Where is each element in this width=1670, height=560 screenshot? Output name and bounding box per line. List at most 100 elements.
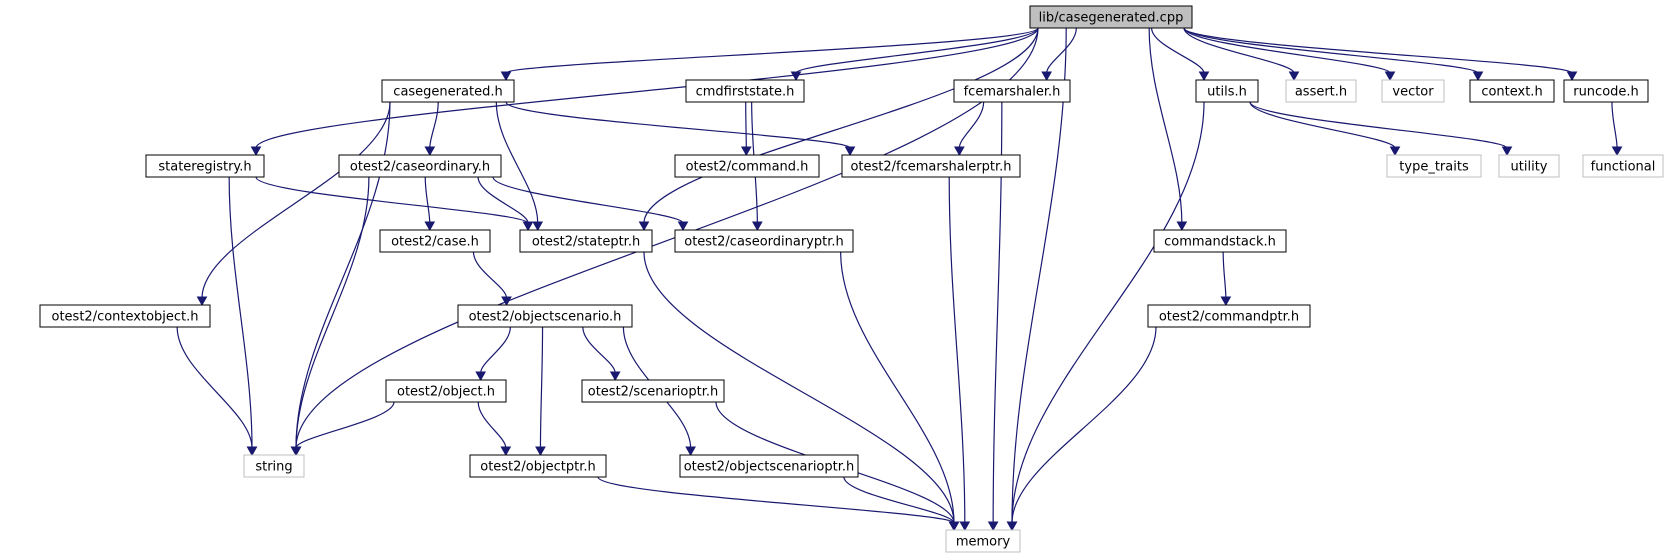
arrowhead bbox=[1288, 71, 1300, 82]
node-label: type_traits bbox=[1399, 160, 1469, 175]
arrowhead bbox=[1611, 146, 1623, 157]
edge-casegenerated-to-caseordinary bbox=[424, 101, 439, 157]
node-cmdfirststate[interactable]: cmdfirststate.h bbox=[685, 79, 805, 103]
node-fcemarshaler[interactable]: fcemarshaler.h bbox=[953, 79, 1071, 103]
node-memory: memory bbox=[945, 529, 1021, 553]
arrowhead bbox=[1384, 71, 1396, 82]
arrowhead bbox=[1472, 71, 1484, 82]
edge-line bbox=[1183, 27, 1479, 74]
node-string: string bbox=[243, 454, 305, 478]
node-label: functional bbox=[1591, 160, 1656, 175]
node-utility: utility bbox=[1498, 154, 1560, 178]
edge-line bbox=[495, 101, 539, 224]
edge-line bbox=[255, 27, 1039, 149]
node-label: utility bbox=[1511, 160, 1548, 175]
node-objectscenario[interactable]: otest2/objectscenario.h bbox=[457, 304, 633, 328]
edge-line bbox=[1183, 27, 1573, 74]
node-label: memory bbox=[956, 535, 1011, 550]
arrowhead bbox=[246, 446, 258, 457]
node-object[interactable]: otest2/object.h bbox=[385, 379, 507, 403]
edge-utils-to-type_traits bbox=[1249, 101, 1401, 157]
node-objectscenarioptr[interactable]: otest2/objectscenarioptr.h bbox=[679, 454, 859, 478]
node-box bbox=[674, 154, 820, 178]
edge-caseordinary-to-stateptr bbox=[477, 176, 534, 232]
arrowhead bbox=[1041, 71, 1053, 82]
arrowhead bbox=[751, 221, 763, 232]
node-assert: assert.h bbox=[1285, 79, 1357, 103]
node-box bbox=[145, 154, 265, 178]
node-label: casegenerated.h bbox=[393, 85, 502, 100]
node-fcemarshalerptr[interactable]: otest2/fcemarshalerptr.h bbox=[841, 154, 1021, 178]
node-utils[interactable]: utils.h bbox=[1195, 79, 1259, 103]
node-label: stateregistry.h bbox=[158, 160, 251, 175]
arrowhead bbox=[532, 221, 544, 232]
node-commandstack[interactable]: commandstack.h bbox=[1153, 229, 1287, 253]
edge-commandstack-to-commandptr bbox=[1220, 251, 1232, 307]
edge-line bbox=[1183, 27, 1295, 74]
arrowhead bbox=[953, 146, 965, 157]
edge-line bbox=[429, 101, 439, 149]
edge-object-to-objectptr bbox=[477, 401, 512, 457]
arrowhead bbox=[677, 221, 689, 232]
node-caseordinary[interactable]: otest2/caseordinary.h bbox=[338, 154, 502, 178]
arrowhead bbox=[522, 221, 534, 232]
edge-line bbox=[1249, 101, 1508, 149]
edge-root-to-casegenerated bbox=[500, 27, 1039, 82]
node-stateregistry[interactable]: stateregistry.h bbox=[145, 154, 265, 178]
node-box bbox=[1582, 154, 1664, 178]
node-commandptr[interactable]: otest2/commandptr.h bbox=[1147, 304, 1311, 328]
node-label: otest2/caseordinary.h bbox=[350, 160, 490, 175]
node-box bbox=[581, 379, 725, 403]
edge-line bbox=[1611, 101, 1618, 149]
node-type_traits: type_traits bbox=[1386, 154, 1482, 178]
arrowhead bbox=[1566, 71, 1578, 82]
edge-commandptr-to-memory bbox=[1006, 326, 1157, 532]
node-box bbox=[338, 154, 502, 178]
node-label: otest2/object.h bbox=[397, 385, 495, 400]
edge-line bbox=[1011, 101, 1205, 524]
node-label: otest2/objectscenarioptr.h bbox=[684, 460, 855, 475]
node-stateptr[interactable]: otest2/stateptr.h bbox=[519, 229, 653, 253]
node-label: fcemarshaler.h bbox=[964, 85, 1061, 100]
edge-line bbox=[295, 101, 391, 449]
node-contextobject[interactable]: otest2/contextobject.h bbox=[39, 304, 211, 328]
edge-caseordinary-to-string bbox=[290, 176, 370, 457]
node-objectptr[interactable]: otest2/objectptr.h bbox=[469, 454, 607, 478]
node-command[interactable]: otest2/command.h bbox=[674, 154, 820, 178]
node-casegenerated[interactable]: casegenerated.h bbox=[381, 79, 515, 103]
node-caseordinaryptr[interactable]: otest2/caseordinaryptr.h bbox=[674, 229, 854, 253]
edge-line bbox=[1249, 101, 1396, 149]
node-label: otest2/objectscenario.h bbox=[469, 310, 622, 325]
arrowhead bbox=[535, 446, 546, 457]
edge-line bbox=[1148, 27, 1183, 224]
edge-line bbox=[582, 326, 616, 374]
arrowhead bbox=[290, 446, 302, 457]
node-runcode[interactable]: runcode.h bbox=[1563, 79, 1649, 103]
arrowhead bbox=[685, 446, 696, 457]
edge-line bbox=[228, 176, 253, 449]
edge-casegenerated-to-stateptr bbox=[495, 101, 544, 232]
edge-caseordinaryptr-to-memory bbox=[840, 251, 960, 532]
edge-line bbox=[745, 101, 747, 149]
node-label: otest2/stateptr.h bbox=[532, 235, 640, 250]
node-scenarioptr[interactable]: otest2/scenarioptr.h bbox=[581, 379, 725, 403]
node-functional: functional bbox=[1582, 154, 1664, 178]
edge-line bbox=[424, 176, 431, 224]
node-box bbox=[945, 529, 1021, 553]
edge-caseordinary-to-case bbox=[424, 176, 436, 232]
edge-line bbox=[477, 401, 507, 449]
node-root[interactable]: lib/casegenerated.cpp bbox=[1029, 5, 1193, 29]
node-box bbox=[379, 229, 491, 253]
node-context[interactable]: context.h bbox=[1469, 79, 1555, 103]
edge-line bbox=[480, 326, 511, 374]
node-label: cmdfirststate.h bbox=[696, 85, 795, 100]
node-case[interactable]: otest2/case.h bbox=[379, 229, 491, 253]
nodes-layer: lib/casegenerated.cpp casegenerated.h cmdf… bbox=[39, 5, 1664, 553]
edge-line bbox=[539, 326, 544, 449]
node-box bbox=[519, 229, 653, 253]
node-box bbox=[469, 454, 607, 478]
node-box bbox=[1498, 154, 1560, 178]
arrowhead bbox=[424, 146, 436, 157]
arrowhead bbox=[1176, 221, 1188, 232]
node-box bbox=[1153, 229, 1287, 253]
